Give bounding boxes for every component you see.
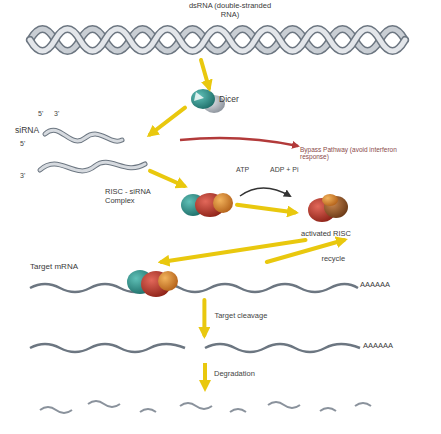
illustration-node: Dicer	[185, 88, 265, 116]
pathway-arrow	[201, 60, 209, 88]
mrna-label: AAAAAA	[360, 281, 415, 290]
illustration-node: activated RISC	[295, 190, 365, 240]
strand-end: 3'	[20, 172, 34, 180]
pathway-arrow	[237, 205, 295, 213]
dsrna-helix	[30, 29, 405, 51]
strand-end: 3'	[54, 110, 68, 118]
edge-label: recycle	[321, 255, 345, 264]
step-label: Degradation	[214, 370, 274, 379]
activated-risc	[308, 194, 348, 222]
pathway-arrow	[162, 240, 306, 262]
degradation-arrow	[203, 363, 207, 388]
risc-complex	[181, 193, 233, 217]
mrna-label: Target mRNA	[30, 262, 110, 271]
cleaved-label: AAAAAA	[363, 342, 418, 351]
rna-fragments	[40, 401, 371, 413]
illustration-node: dsRNA (double-stranded RNA)	[30, 4, 410, 60]
risc-label: RISC - siRNA Complex	[105, 188, 171, 205]
pathway-arrow	[202, 300, 206, 335]
strand-end: 5'	[20, 140, 34, 148]
illustration-node: siRNA	[15, 118, 150, 184]
edge-label: Target cleavage	[214, 312, 267, 321]
strand-end: 5'	[38, 110, 52, 118]
dsrna-label: dsRNA (double-stranded RNA)	[180, 2, 280, 19]
activated-risc-label: activated RISC	[301, 230, 371, 239]
sirna-duplex	[40, 130, 145, 171]
illustration-node: Target mRNA AAAAAA	[25, 262, 415, 300]
energy-label: ATP	[236, 166, 260, 174]
illustration-node: RISC - siRNA Complex	[105, 186, 237, 220]
energy-label: ADP + Pi	[270, 166, 310, 174]
pathway-note: Bypass Pathway (avoid interferon respons…	[300, 146, 412, 161]
target-mrna	[30, 270, 358, 297]
illustration-node: AAAAAA	[25, 335, 415, 359]
sirna-label: siRNA	[15, 126, 55, 136]
cleaved-mrna	[30, 344, 360, 352]
bypass-arrow	[180, 138, 298, 146]
pathway-arrow	[150, 171, 184, 186]
dicer-label: Dicer	[219, 95, 259, 105]
pathway-arrow	[150, 108, 185, 135]
atp-arc	[240, 188, 290, 196]
